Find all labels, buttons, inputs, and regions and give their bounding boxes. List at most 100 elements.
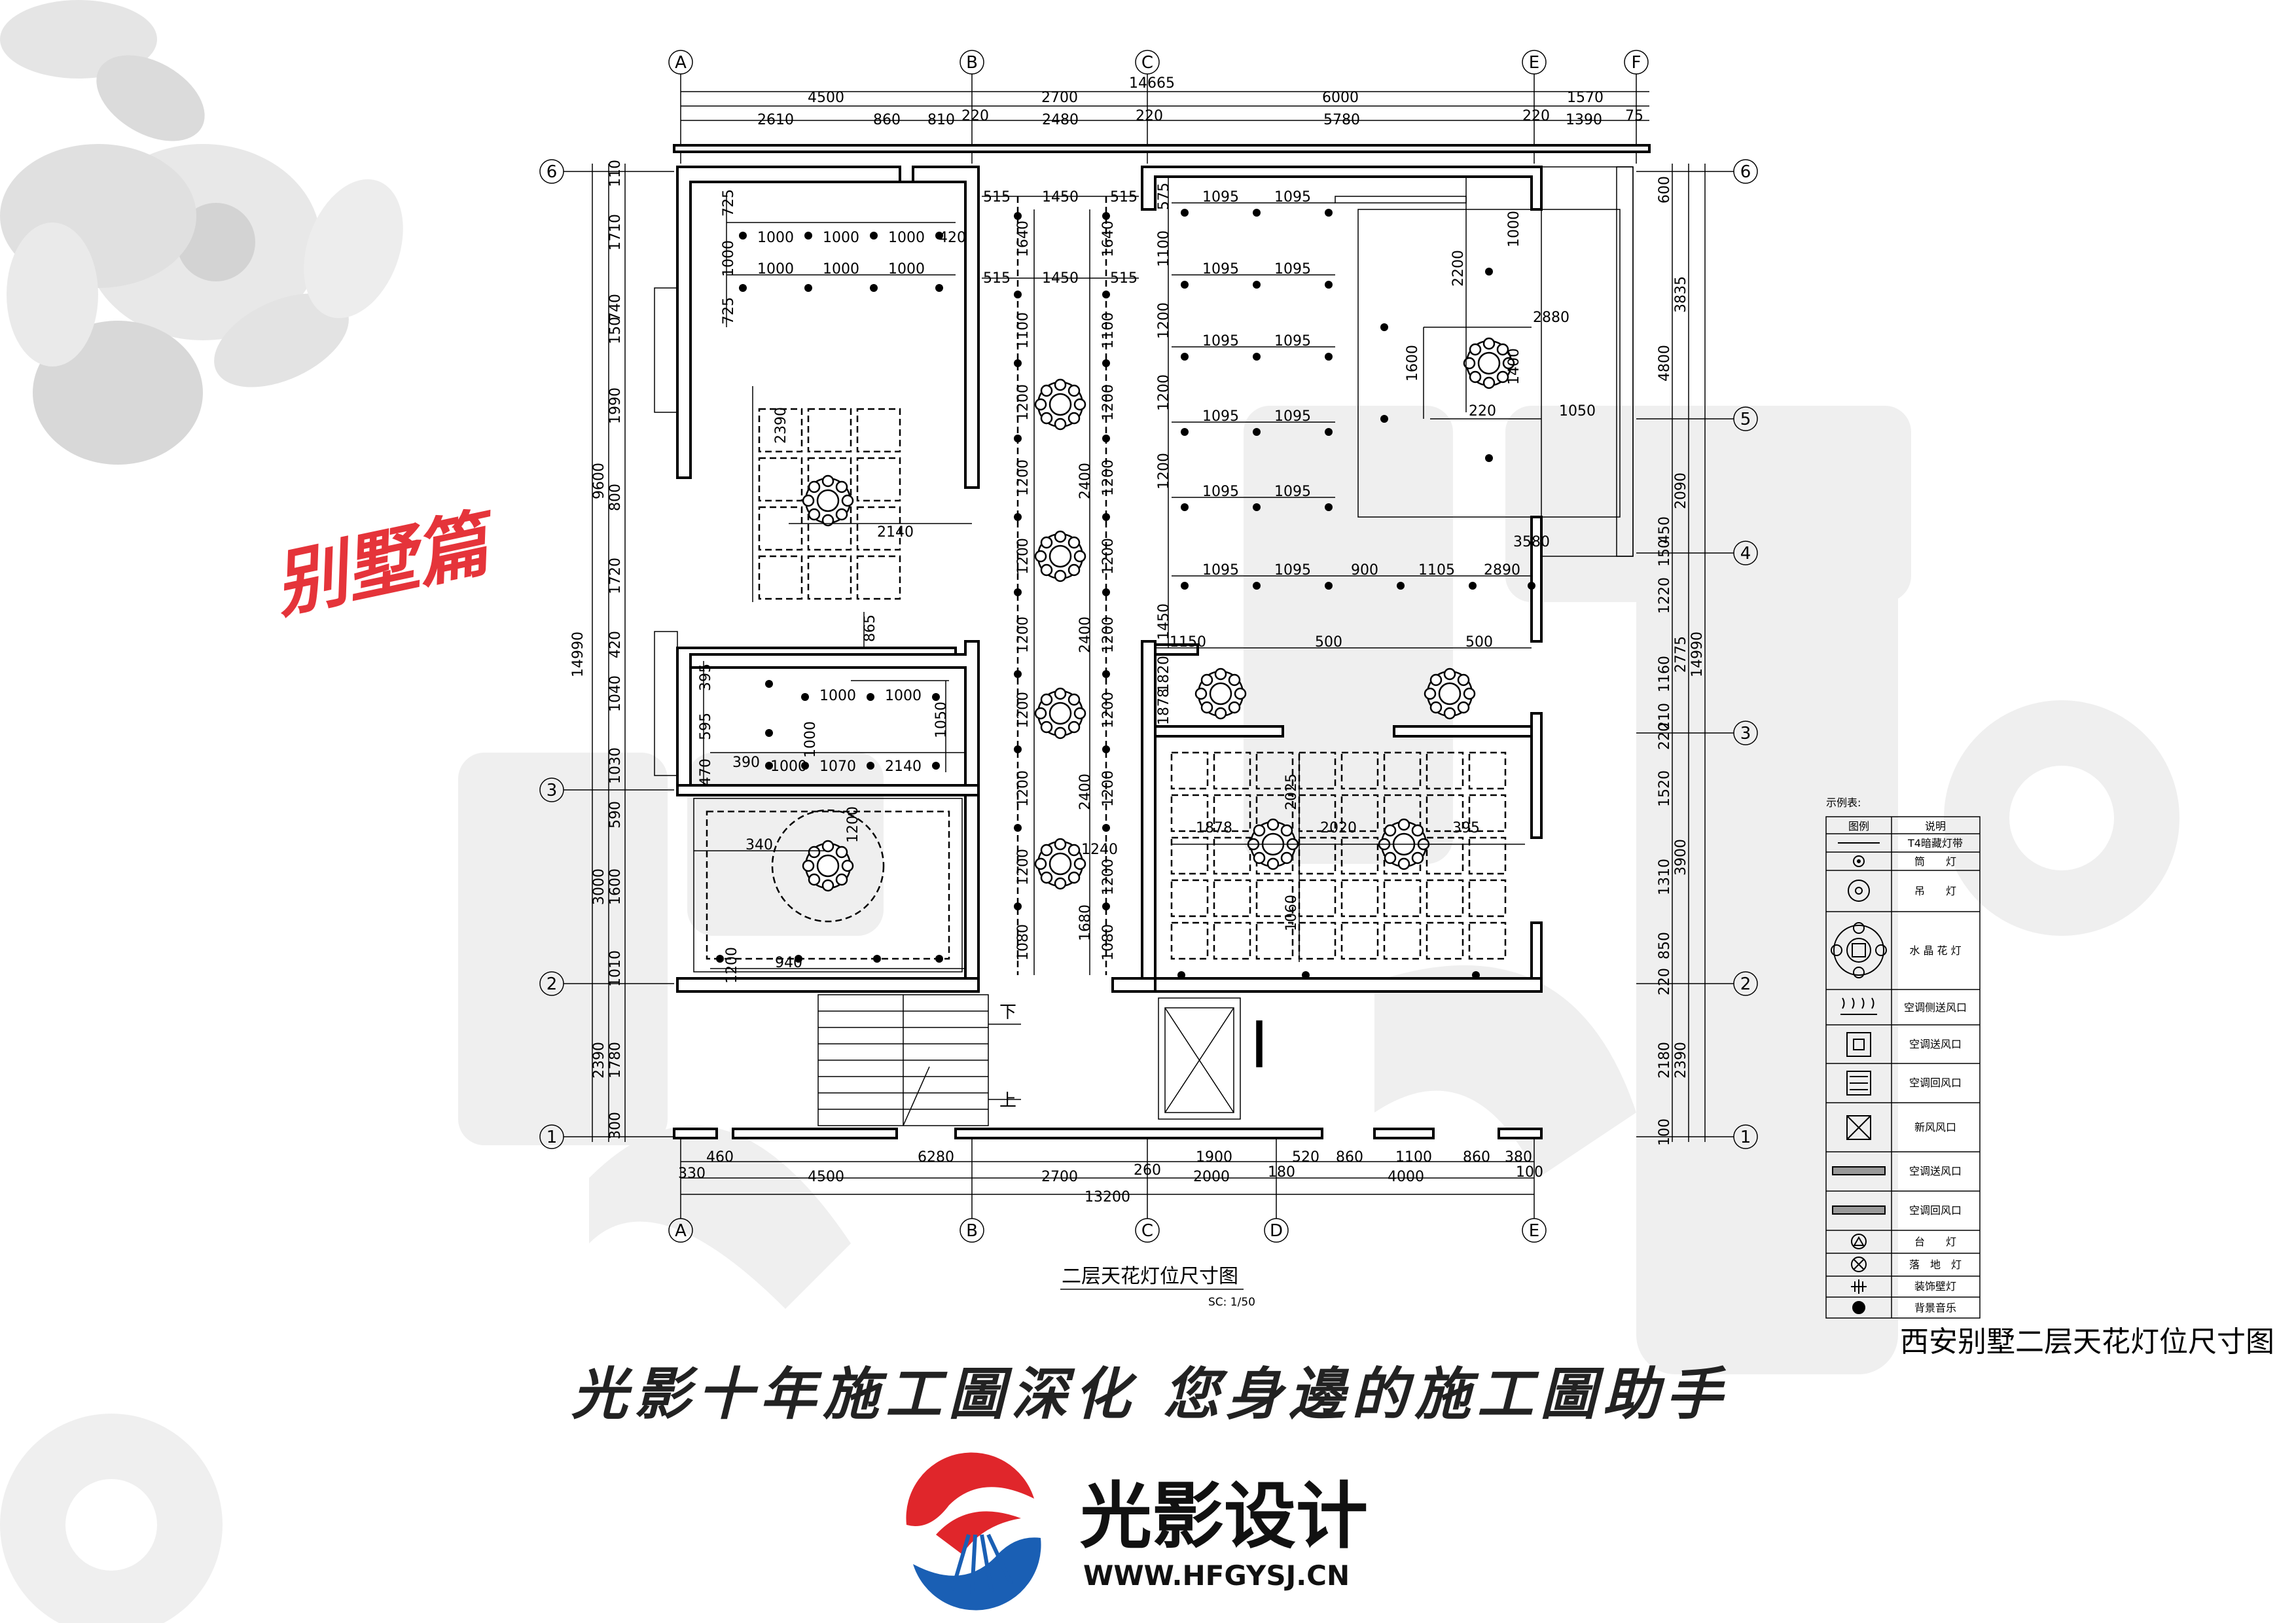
svg-text:落 地 灯: 落 地 灯	[1909, 1258, 1962, 1271]
svg-text:1095: 1095	[1274, 408, 1311, 425]
svg-text:空调送风口: 空调送风口	[1909, 1038, 1962, 1050]
svg-text:2400: 2400	[1077, 774, 1094, 810]
svg-text:150: 150	[1657, 539, 1673, 567]
svg-text:1095: 1095	[1274, 189, 1311, 205]
svg-text:595: 595	[698, 713, 714, 740]
downlight-icon	[1177, 971, 1480, 979]
downlight-icon	[1380, 268, 1493, 462]
brand-logo-mark	[897, 1452, 1047, 1611]
svg-text:860: 860	[873, 112, 901, 128]
svg-text:5: 5	[1740, 410, 1751, 429]
svg-text:420: 420	[607, 631, 624, 658]
svg-text:500: 500	[1465, 634, 1493, 651]
svg-text:1878: 1878	[1196, 820, 1232, 836]
svg-text:1050: 1050	[933, 702, 950, 738]
axis-bubble-bottom-c: C	[1135, 1218, 1160, 1243]
svg-text:B: B	[966, 1221, 978, 1241]
svg-text:1400: 1400	[1506, 348, 1522, 385]
svg-text:1050: 1050	[1559, 403, 1596, 419]
crystal-chandelier-icon	[1424, 668, 1476, 720]
svg-text:D: D	[1270, 1221, 1283, 1241]
crystal-chandelier-icon	[1034, 530, 1086, 582]
linear-supply-icon	[1832, 1166, 1886, 1175]
svg-text:1240: 1240	[1081, 842, 1118, 858]
left-dimensions: 14990 9600 3000 2390 110 1710 150 740 19…	[570, 160, 624, 1139]
walls	[654, 144, 1651, 1139]
svg-text:空调回风口: 空调回风口	[1909, 1077, 1962, 1089]
svg-text:2025: 2025	[1283, 774, 1300, 810]
svg-text:2140: 2140	[885, 758, 922, 775]
svg-text:1200: 1200	[724, 947, 740, 984]
svg-text:220: 220	[961, 108, 989, 124]
svg-text:330: 330	[678, 1166, 706, 1182]
downlight-icon	[716, 955, 943, 963]
svg-text:1095: 1095	[1202, 484, 1239, 500]
svg-text:1680: 1680	[1077, 904, 1094, 941]
window-west-2	[654, 631, 678, 776]
corridor-lightstrip	[1016, 196, 1107, 975]
interior-dim-lines	[694, 177, 1541, 975]
dim-right-total: 14990	[1689, 632, 1706, 677]
grid-ceiling-living-west	[758, 408, 901, 600]
svg-text:2610: 2610	[757, 112, 794, 128]
wall-lamp-icon	[1851, 1279, 1867, 1294]
svg-text:1000: 1000	[888, 261, 925, 277]
drawing-caption: 西安别墅二层天花灯位尺寸图	[1900, 1325, 2274, 1359]
svg-text:1780: 1780	[607, 1042, 624, 1079]
svg-text:1820: 1820	[1156, 656, 1172, 692]
crystal-chandelier-icon	[1034, 838, 1086, 890]
svg-text:2180: 2180	[1657, 1042, 1673, 1079]
crystal-chandelier-icon	[802, 840, 854, 892]
svg-text:9600: 9600	[591, 463, 607, 499]
axis-bubble-top-e: E	[1522, 50, 1547, 75]
downlight-icon	[1853, 855, 1865, 867]
svg-text:1100: 1100	[1156, 230, 1172, 267]
svg-text:1200: 1200	[1015, 384, 1031, 421]
svg-text:600: 600	[1657, 176, 1673, 204]
svg-text:1710: 1710	[607, 214, 624, 251]
svg-text:420: 420	[939, 230, 966, 246]
svg-text:1000: 1000	[823, 230, 859, 246]
svg-text:1095: 1095	[1274, 562, 1311, 579]
svg-text:1010: 1010	[607, 950, 624, 987]
svg-text:1520: 1520	[1657, 770, 1673, 807]
svg-text:1000: 1000	[802, 721, 819, 758]
svg-text:1095: 1095	[1202, 562, 1239, 579]
svg-text:1200: 1200	[1156, 302, 1172, 339]
legend-heading: 示例表:	[1826, 796, 1861, 809]
svg-text:筒 灯: 筒 灯	[1914, 855, 1956, 868]
slogan: 光影十年施工圖深化 您身邊的施工圖助手	[571, 1362, 1729, 1427]
svg-text:860: 860	[1336, 1149, 1363, 1166]
floor-plan: A B C E F A B C D E 6 3 2 1 6 5 4 3 2 1	[539, 50, 1758, 1309]
svg-text:940: 940	[775, 955, 802, 971]
svg-text:1095: 1095	[1274, 484, 1311, 500]
svg-text:590: 590	[607, 801, 624, 829]
svg-text:1200: 1200	[1015, 616, 1031, 653]
svg-text:515: 515	[983, 270, 1011, 287]
svg-text:260: 260	[1134, 1162, 1161, 1179]
stairs	[817, 994, 1021, 1126]
downlight-icon	[1014, 212, 1110, 910]
crystal-chandelier-icon	[1463, 337, 1515, 389]
svg-text:1060: 1060	[1283, 895, 1300, 931]
window-west-1	[654, 287, 678, 413]
brand-logo: 光影设计 WWW.HFGYSJ.CN	[897, 1452, 1368, 1611]
svg-text:1200: 1200	[1100, 859, 1117, 895]
svg-text:3000: 3000	[591, 868, 607, 905]
svg-text:2: 2	[547, 974, 558, 994]
svg-text:空调侧送风口: 空调侧送风口	[1904, 1001, 1967, 1014]
svg-text:1600: 1600	[1405, 345, 1421, 382]
svg-text:4500: 4500	[808, 90, 844, 106]
svg-text:A: A	[675, 53, 687, 73]
svg-text:2390: 2390	[591, 1042, 607, 1079]
table-lamp-icon	[1851, 1234, 1867, 1249]
svg-text:300: 300	[607, 1112, 624, 1139]
elevator	[1158, 997, 1263, 1120]
svg-text:2890: 2890	[1484, 562, 1520, 579]
svg-text:1000: 1000	[823, 261, 859, 277]
svg-text:1640: 1640	[1015, 221, 1031, 257]
svg-text:1030: 1030	[607, 747, 624, 784]
svg-text:4000: 4000	[1388, 1169, 1424, 1185]
svg-text:2400: 2400	[1077, 463, 1094, 499]
